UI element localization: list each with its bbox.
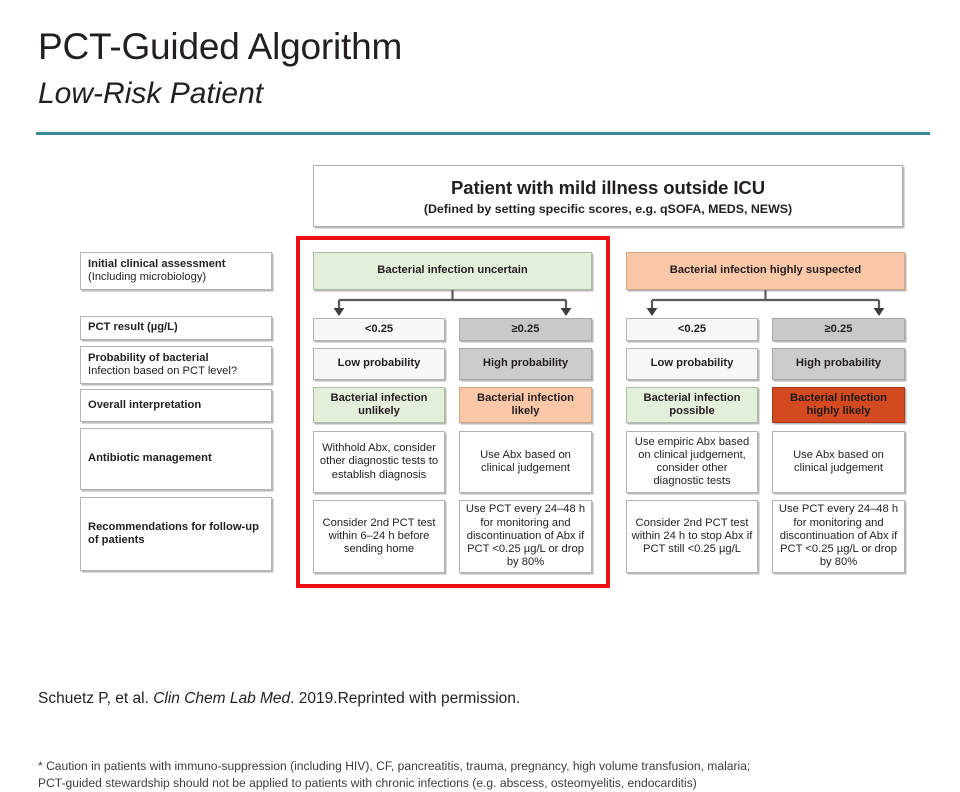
row-label-recommendations: Recommendations for follow-up of patient… [80, 497, 272, 571]
interpretation-suspected-low: Bacterial infection possible [626, 387, 758, 423]
antibiotic-suspected-high: Use Abx based on clinical judgement [772, 431, 905, 493]
figure-header-subtitle: (Defined by setting specific scores, e.g… [423, 201, 793, 216]
row-label-text: Overall interpretation [88, 398, 202, 411]
row-label-antibiotic-management: Antibiotic management [80, 428, 272, 490]
row-label-initial-assessment: Initial clinical assessment (Including m… [80, 252, 272, 290]
followup-suspected-low: Consider 2nd PCT test within 24 h to sto… [626, 500, 758, 573]
row-label-pct-result: PCT result (µg/L) [80, 316, 272, 340]
algorithm-figure: Patient with mild illness outside ICU (D… [0, 150, 960, 790]
branch-heading-highly-suspected: Bacterial infection highly suspected [626, 252, 905, 290]
row-label-text: Probability of bacterial [88, 351, 209, 364]
probability-suspected-low: Low probability [626, 348, 758, 380]
antibiotic-suspected-low: Use empiric Abx based on clinical judgem… [626, 431, 758, 493]
figure-header-title: Patient with mild illness outside ICU [451, 176, 765, 198]
interpretation-uncertain-high: Bacterial infection likely [459, 387, 592, 423]
row-label-text: Antibiotic management [88, 452, 212, 465]
row-label-subtext: (Including microbiology) [88, 271, 207, 283]
figure-header-box: Patient with mild illness outside ICU (D… [313, 165, 903, 227]
citation: Schuetz P, et al. Clin Chem Lab Med. 201… [38, 690, 520, 708]
antibiotic-uncertain-high: Use Abx based on clinical judgement [459, 431, 592, 493]
footnote-line-2: PCT-guided stewardship should not be app… [38, 776, 697, 791]
figure-footnote: * Caution in patients with immuno-suppre… [38, 758, 928, 792]
probability-uncertain-high: High probability [459, 348, 592, 380]
page-title: PCT-Guided Algorithm [38, 26, 403, 67]
row-label-text: Recommendations for follow-up of patient… [88, 520, 259, 546]
followup-uncertain-high: Use PCT every 24–48 h for monitoring and… [459, 500, 592, 573]
threshold-suspected-low: <0.25 [626, 318, 758, 341]
antibiotic-uncertain-low: Withhold Abx, consider other diagnostic … [313, 431, 445, 493]
row-label-text: PCT result (µg/L) [88, 321, 178, 334]
branch-connector-uncertain [333, 290, 572, 316]
followup-uncertain-low: Consider 2nd PCT test within 6–24 h befo… [313, 500, 445, 573]
branch-connector-highly-suspected [646, 290, 885, 316]
branch-heading-uncertain: Bacterial infection uncertain [313, 252, 592, 290]
citation-journal: Clin Chem Lab Med [153, 690, 291, 707]
citation-rest: . 2019.Reprinted with permission. [290, 690, 521, 707]
citation-authors: Schuetz P, et al. [38, 690, 154, 707]
title-divider [36, 132, 930, 135]
row-label-subtext: Infection based on PCT level? [88, 365, 238, 377]
row-label-text: Initial clinical assessment [88, 257, 226, 270]
page-subtitle: Low-Risk Patient [38, 77, 264, 110]
footnote-line-1: * Caution in patients with immuno-suppre… [38, 759, 751, 773]
row-label-probability: Probability of bacterial Infection based… [80, 346, 272, 384]
threshold-uncertain-low: <0.25 [313, 318, 445, 341]
threshold-suspected-high: ≥0.25 [772, 318, 905, 341]
row-label-overall-interpretation: Overall interpretation [80, 389, 272, 422]
interpretation-uncertain-low: Bacterial infection unlikely [313, 387, 445, 423]
probability-suspected-high: High probability [772, 348, 905, 380]
interpretation-suspected-high: Bacterial infection highly likely [772, 387, 905, 423]
probability-uncertain-low: Low probability [313, 348, 445, 380]
threshold-uncertain-high: ≥0.25 [459, 318, 592, 341]
followup-suspected-high: Use PCT every 24–48 h for monitoring and… [772, 500, 905, 573]
